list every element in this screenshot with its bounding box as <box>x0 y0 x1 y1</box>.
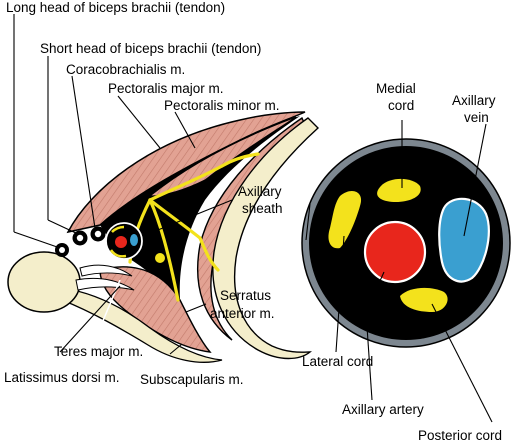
label-subscapularis: Subscapularis m. <box>140 372 244 387</box>
teres-major-band <box>79 264 133 277</box>
axilla-section <box>7 111 320 363</box>
chest-wall <box>212 117 320 360</box>
label-coracobrachialis: Coracobrachialis m. <box>66 62 185 77</box>
enlarged-axillary-sheath <box>301 138 511 348</box>
medial-cord-shape <box>377 178 421 202</box>
label-axillary-vein-2: vein <box>464 110 489 125</box>
axillary-vein-shape <box>438 197 490 283</box>
label-short-head-biceps: Short head of biceps brachii (tendon) <box>40 41 261 56</box>
label-pectoralis-major: Pectoralis major m. <box>108 81 224 96</box>
label-axillary-vein-1: Axillary <box>452 93 496 108</box>
axilla-space <box>100 116 300 300</box>
label-axillary-sheath-2: sheath <box>242 201 283 216</box>
humerus-head <box>7 251 81 313</box>
label-axillary-sheath-1: Axillary <box>238 184 282 199</box>
posterior-cord-shape <box>400 287 448 312</box>
label-medial-cord-2: cord <box>388 98 414 113</box>
label-latissimus-dorsi: Latissimus dorsi m. <box>4 370 120 385</box>
leader-lines <box>13 14 493 423</box>
pectoralis-minor-muscle <box>148 116 297 197</box>
lateral-cord-shape <box>328 191 362 249</box>
label-serratus-2: anterior m. <box>210 306 275 321</box>
label-pectoralis-minor: Pectoralis minor m. <box>164 98 280 113</box>
label-posterior-cord: Posterior cord <box>418 428 502 443</box>
labels: Long head of biceps brachii (tendon) Sho… <box>4 0 502 443</box>
label-axillary-artery: Axillary artery <box>342 402 424 417</box>
label-long-head-biceps: Long head of biceps brachii (tendon) <box>6 0 225 15</box>
label-serratus-1: Serratus <box>220 288 271 303</box>
label-lateral-cord: Lateral cord <box>302 354 373 369</box>
nerve-node <box>155 253 165 263</box>
axillary-artery-shape <box>363 220 427 284</box>
label-medial-cord-1: Medial <box>376 81 416 96</box>
label-teres-major: Teres major m. <box>54 344 143 359</box>
